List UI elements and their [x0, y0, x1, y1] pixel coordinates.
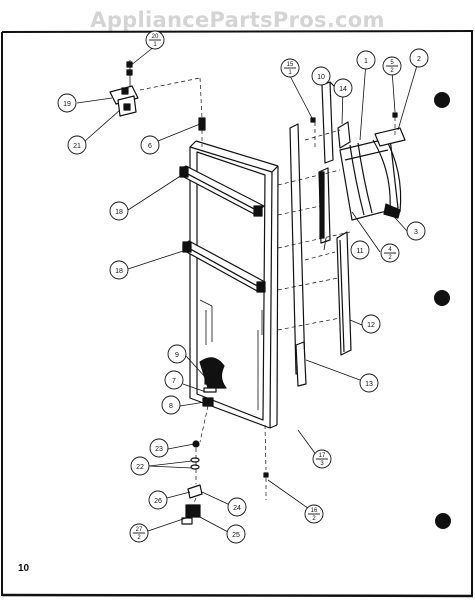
callout-11: 11 — [350, 240, 370, 260]
callout-15-bottom: 1 — [288, 70, 292, 76]
callout-21: 21 — [67, 135, 87, 155]
callout-18-lower: 18 — [109, 260, 129, 280]
alignment-lines — [139, 77, 396, 506]
callout-25-text: 25 — [232, 532, 240, 539]
callout-8-text: 8 — [169, 403, 173, 410]
trim-strip-15 — [289, 123, 306, 375]
callout-26: 26 — [148, 490, 168, 510]
callout-23: 23 — [149, 438, 169, 458]
callout-5: 5 2 — [382, 56, 402, 76]
callout-17-top: 17 — [319, 453, 326, 459]
callout-8: 8 — [161, 395, 181, 415]
callout-13-text: 13 — [365, 381, 373, 388]
binder-hole — [434, 92, 450, 108]
callout-23-text: 23 — [155, 446, 163, 453]
callout-4-bottom: 2 — [388, 255, 392, 261]
callout-12: 12 — [361, 314, 381, 334]
callout-27-bottom: 2 — [137, 535, 141, 541]
callout-7-text: 7 — [172, 378, 176, 385]
callout-2: 2 — [409, 48, 429, 68]
callout-27-top: 27 — [136, 527, 143, 533]
callout-20-bottom: 1 — [153, 42, 157, 48]
callout-16-top: 16 — [311, 508, 318, 514]
callout-13: 13 — [359, 373, 379, 393]
screw — [392, 112, 398, 118]
callout-16: 16 2 — [304, 504, 324, 524]
callout-7: 7 — [164, 370, 184, 390]
part-14 — [337, 121, 351, 149]
callout-5-top: 5 — [390, 60, 394, 66]
callout-5-bottom: 2 — [390, 68, 394, 74]
callout-2-text: 2 — [417, 56, 421, 63]
part-11 — [318, 167, 331, 244]
callout-22-text: 22 — [136, 464, 144, 471]
callout-17: 17 3 — [312, 449, 332, 469]
callout-18a-text: 18 — [115, 209, 123, 216]
leader-lines — [76, 45, 419, 533]
callout-1-text: 1 — [364, 58, 368, 65]
part-10 — [321, 81, 337, 164]
door-shelf-bar-upper — [179, 165, 265, 217]
callout-15-top: 15 — [287, 62, 294, 68]
callout-15: 15 1 — [280, 58, 300, 78]
callout-4-top: 4 — [388, 247, 392, 253]
callout-9: 9 — [167, 344, 187, 364]
callout-3-text: 3 — [414, 229, 418, 236]
callout-labels: 20 1 19 21 6 18 18 9 7 8 23 22 26 27 2 2… — [57, 30, 429, 544]
callout-18b-text: 18 — [115, 268, 123, 275]
callout-17-bottom: 3 — [320, 461, 324, 467]
page-number: 10 — [18, 563, 30, 574]
callout-6-text: 6 — [148, 143, 152, 150]
trim-strip-13 — [295, 341, 307, 387]
callout-19: 19 — [57, 93, 77, 113]
callout-10: 10 — [311, 66, 331, 86]
callout-16-bottom: 2 — [312, 516, 316, 522]
callout-1: 1 — [356, 50, 376, 70]
watermark: AppliancePartsPros.com — [90, 8, 385, 32]
door-shelf-bar-lower — [182, 240, 266, 293]
callout-3: 3 — [406, 221, 426, 241]
callout-4: 4 2 — [380, 243, 400, 263]
callout-9-text: 9 — [175, 352, 179, 359]
page-border — [1, 30, 474, 598]
callout-18-upper: 18 — [109, 201, 129, 221]
callout-26-text: 26 — [154, 498, 162, 505]
callout-20: 20 1 — [145, 30, 165, 50]
callout-11-text: 11 — [356, 248, 363, 255]
callout-12-text: 12 — [367, 322, 375, 329]
door-handle-assembly — [339, 127, 406, 221]
callout-14: 14 — [333, 78, 353, 98]
callout-25: 25 — [226, 524, 246, 544]
top-hinge — [109, 60, 139, 117]
part-12 — [336, 231, 352, 356]
callout-20-top: 20 — [152, 34, 159, 40]
callout-6: 6 — [140, 135, 160, 155]
callout-21-text: 21 — [73, 143, 81, 150]
screw — [310, 117, 316, 123]
binder-hole — [434, 290, 450, 306]
callout-10-text: 10 — [317, 74, 325, 81]
screw — [263, 472, 269, 478]
callout-19-text: 19 — [63, 101, 71, 108]
callout-22: 22 — [130, 456, 150, 476]
callout-24-text: 24 — [233, 505, 241, 512]
binder-hole — [435, 513, 451, 529]
callout-14-text: 14 — [339, 86, 347, 93]
callout-27: 27 2 — [129, 523, 149, 543]
callout-24: 24 — [227, 497, 247, 517]
